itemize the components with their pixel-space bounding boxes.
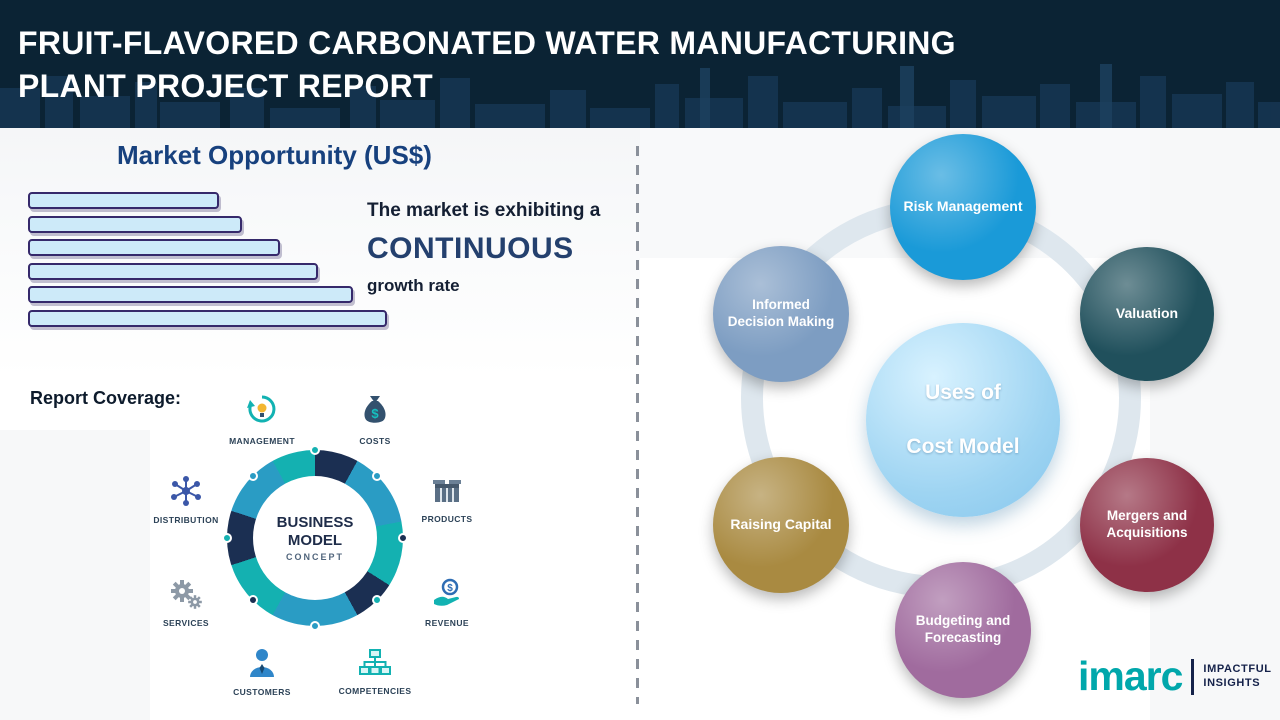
crate-icon (431, 476, 463, 511)
header-banner: FRUIT-FLAVORED CARBONATED WATER MANUFACT… (0, 0, 1280, 128)
market-bar-chart (28, 192, 410, 333)
node-label: Informed Decision Making (727, 297, 835, 329)
bm-item-label: REVENUE (425, 618, 469, 628)
bm-item-label: PRODUCTS (421, 514, 473, 524)
bm-item-distribution: DISTRIBUTION (138, 475, 234, 525)
network-icon (169, 475, 203, 512)
logo-tagline: IMPACTFUL INSIGHTS (1203, 663, 1271, 691)
bm-item-label: COSTS (359, 436, 391, 446)
bm-item-services: SERVICES (138, 578, 234, 628)
ring-node-dot (310, 445, 320, 455)
node-label: Raising Capital (730, 516, 832, 533)
logo-tagline-line2: INSIGHTS (1203, 676, 1261, 689)
org-chart-icon (358, 648, 392, 683)
business-model-center-line1: BUSINESS (276, 514, 354, 532)
ring-node-dot (310, 621, 320, 631)
node-label: Valuation (1115, 305, 1179, 322)
ring-node-dot (248, 471, 258, 481)
bm-item-label: MANAGEMENT (229, 436, 295, 446)
growth-narrative: The market is exhibiting a CONTINUOUS gr… (367, 200, 637, 296)
cost-model-center-line1: Uses of (925, 380, 1001, 404)
bm-item-label: COMPETENCIES (338, 686, 412, 696)
money-bag-icon: $ (360, 394, 390, 433)
bm-item-label: CUSTOMERS (233, 687, 291, 697)
bm-item-competencies: COMPETENCIES (327, 648, 423, 696)
ring-node-dot (372, 471, 382, 481)
node-label: Budgeting and Forecasting (915, 613, 1011, 645)
page-title: FRUIT-FLAVORED CARBONATED WATER MANUFACT… (18, 22, 956, 108)
market-bar (28, 239, 281, 256)
bm-item-revenue: $ REVENUE (399, 578, 495, 628)
ring-node-dot (398, 533, 408, 543)
node-label: Mergers and Acquisitions (1106, 508, 1188, 540)
growth-narrative-line1: The market is exhibiting a (367, 200, 601, 221)
gears-icon (169, 578, 203, 615)
bm-item-customers: CUSTOMERS (214, 647, 310, 697)
business-model-center: BUSINESS MODEL CONCEPT (253, 476, 377, 600)
imarc-logo: imarc IMPACTFUL INSIGHTS (1078, 656, 1272, 697)
city-skyline-icon (0, 64, 1280, 128)
background-wash (1150, 128, 1280, 720)
market-bar (28, 286, 353, 303)
logo-divider (1191, 658, 1195, 695)
market-bar (28, 192, 219, 209)
hand-coin-icon: $ (430, 578, 464, 615)
cost-model-node-informed-decision-making: Informed Decision Making (713, 246, 849, 382)
bm-item-products: PRODUCTS (399, 476, 495, 524)
market-bar (28, 215, 242, 233)
cost-model-center-line2: Cost Model (906, 435, 1020, 459)
ring-node-dot (222, 533, 232, 543)
bm-item-costs: $ COSTS (327, 394, 423, 446)
background-wash (0, 430, 150, 720)
cost-model-node-risk-management: Risk Management (890, 134, 1036, 280)
cost-model-node-valuation: Valuation (1080, 247, 1214, 381)
market-opportunity-heading: Market Opportunity (US$) (117, 140, 432, 170)
growth-narrative-line2: growth rate (367, 276, 460, 295)
market-bar (28, 309, 388, 327)
node-label: Risk Management (903, 198, 1023, 215)
cost-model-center-label: Uses of Cost Model (882, 380, 1043, 461)
market-bar (28, 262, 319, 280)
ring-node-dot (372, 595, 382, 605)
cost-model-center: Uses of Cost Model (866, 323, 1060, 517)
bm-item-label: SERVICES (162, 618, 210, 628)
bm-item-management: MANAGEMENT (214, 394, 310, 446)
person-icon (247, 647, 277, 684)
business-model-center-line3: CONCEPT (285, 551, 344, 562)
svg-text:$: $ (371, 406, 379, 421)
cost-model-node-budgeting-forecasting: Budgeting and Forecasting (895, 562, 1031, 698)
business-model-center-line2: MODEL (287, 531, 343, 549)
svg-text:$: $ (447, 583, 453, 594)
bm-item-label: DISTRIBUTION (153, 515, 219, 525)
cost-model-node-raising-capital: Raising Capital (713, 457, 849, 593)
dashed-separator (636, 146, 639, 704)
growth-narrative-highlight: CONTINUOUS (367, 232, 574, 265)
report-coverage-label: Report Coverage: (30, 388, 182, 408)
logo-tagline-line1: IMPACTFUL (1203, 662, 1272, 675)
ring-node-dot (248, 595, 258, 605)
page-title-line1: FRUIT-FLAVORED CARBONATED WATER MANUFACT… (18, 25, 956, 61)
imarc-logo-wordmark: imarc (1078, 653, 1183, 699)
recycle-bulb-icon (246, 394, 278, 433)
page-title-line2: PLANT PROJECT REPORT (18, 67, 433, 104)
cost-model-node-mergers-acquisitions: Mergers and Acquisitions (1080, 458, 1214, 592)
